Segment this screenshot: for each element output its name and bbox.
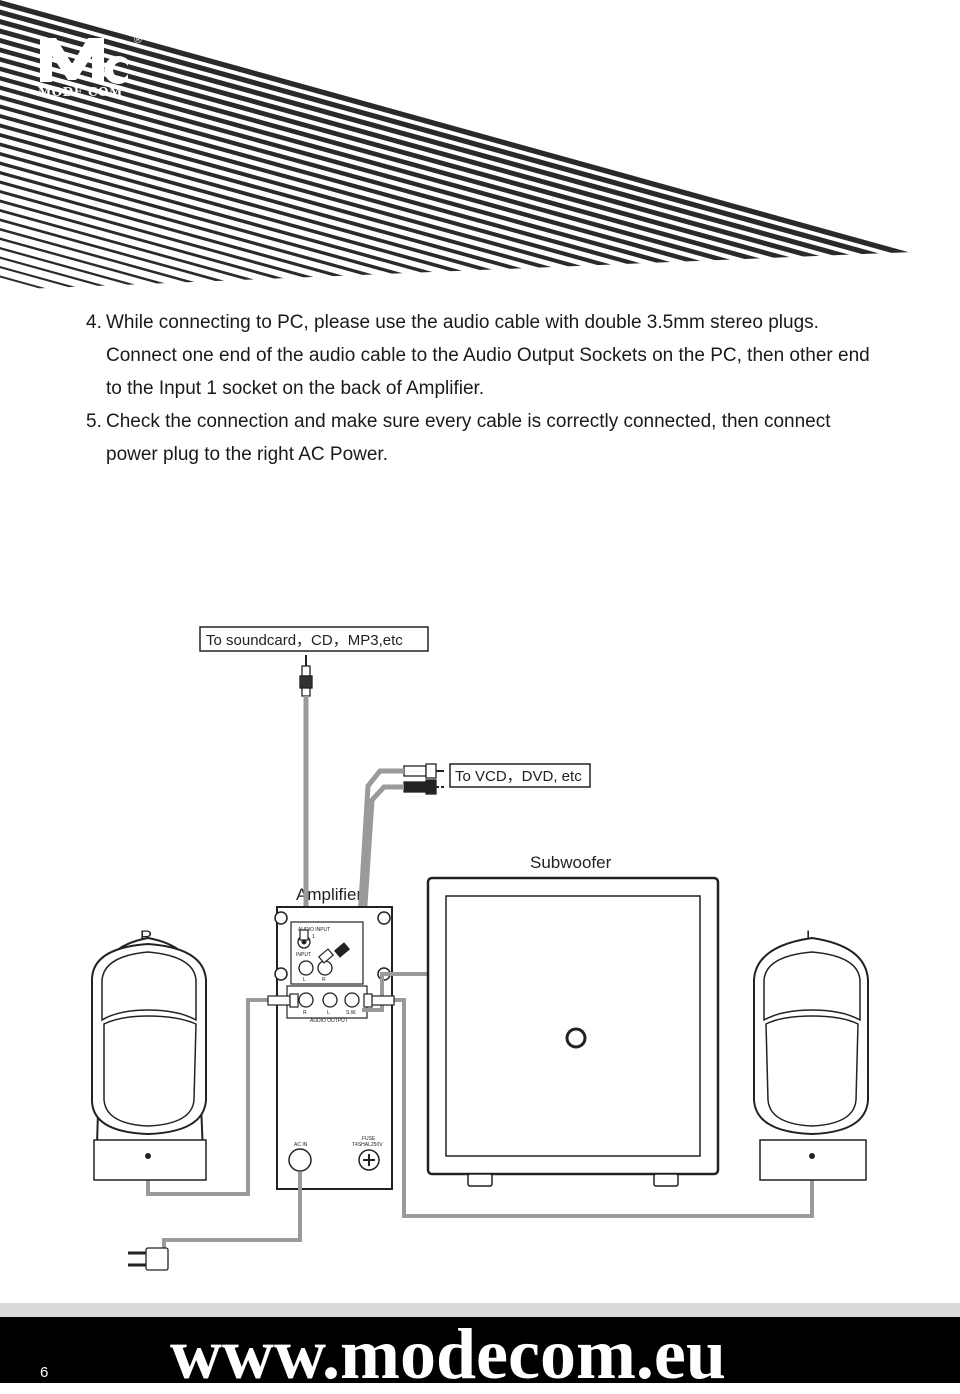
header-stripe bbox=[0, 66, 842, 300]
header-stripe bbox=[0, 19, 960, 291]
header-stripe bbox=[0, 123, 637, 300]
website-url: www.modecom.eu bbox=[170, 1314, 726, 1394]
left-speaker bbox=[753, 936, 869, 1181]
vcd-label: To VCD，DVD, etc bbox=[449, 763, 591, 788]
input-2-right-jack-icon bbox=[317, 960, 333, 976]
ac-in-label: AC IN bbox=[294, 1142, 308, 1148]
output-subwoofer-jack-icon bbox=[344, 992, 360, 1008]
logo-mark-icon bbox=[40, 38, 128, 84]
input-right-label: R bbox=[322, 977, 326, 983]
step-number: 5. bbox=[86, 411, 102, 432]
header-stripe bbox=[0, 133, 602, 300]
logo-wordmark: MODE COM bbox=[38, 85, 123, 99]
output-right-jack-icon bbox=[298, 992, 314, 1008]
instruction-list: 4. While connecting to PC, please use th… bbox=[86, 306, 886, 471]
input-1-label: 1 bbox=[312, 934, 315, 940]
header-stripe bbox=[0, 161, 500, 300]
header-stripe bbox=[0, 142, 568, 300]
footer-bar bbox=[0, 1317, 960, 1383]
instruction-step-4: 4. While connecting to PC, please use th… bbox=[86, 306, 886, 405]
modecom-logo: MODE COM ® bbox=[36, 30, 146, 100]
amplifier-panel: AUDIO INPUT 1 INPUT L R R L S.W. AUDIO O… bbox=[274, 906, 393, 1190]
fuse-rating-label: T4SHAL250V bbox=[352, 1142, 383, 1148]
fuse-label: FUSE bbox=[362, 1136, 376, 1142]
cable-output-right bbox=[146, 998, 289, 1196]
power-plug-icon bbox=[128, 1247, 169, 1271]
header-stripe bbox=[0, 199, 363, 300]
header-stripe bbox=[0, 114, 671, 300]
output-plugs bbox=[267, 993, 395, 1008]
ac-in-socket-icon bbox=[288, 1148, 312, 1172]
instruction-step-5: 5. Check the connection and make sure ev… bbox=[86, 405, 886, 471]
input-left-label: L bbox=[303, 977, 306, 983]
audio-output-label: AUDIO OUTPUT bbox=[310, 1018, 348, 1024]
left-speaker-label: L bbox=[806, 927, 815, 946]
left-speaker-jack-icon bbox=[809, 1153, 815, 1159]
output-sw-label: S.W. bbox=[346, 1010, 357, 1016]
header-stripe bbox=[0, 171, 465, 300]
output-right-label: R bbox=[303, 1010, 307, 1016]
right-speaker bbox=[91, 936, 207, 1181]
subwoofer bbox=[426, 876, 720, 1187]
registered-mark: ® bbox=[134, 34, 143, 46]
footer-band bbox=[0, 1303, 960, 1317]
header-stripe bbox=[0, 57, 876, 300]
input-2-label: INPUT bbox=[296, 952, 311, 958]
header-stripe bbox=[0, 47, 910, 300]
audio-input-label: AUDIO INPUT bbox=[298, 927, 330, 933]
page-number: 6 bbox=[40, 1364, 49, 1381]
step-number: 4. bbox=[86, 312, 102, 333]
subwoofer-input-jack-icon bbox=[565, 1027, 587, 1049]
step-text: Check the connection and make sure every… bbox=[106, 411, 831, 465]
header-stripe bbox=[0, 38, 945, 300]
vcd-label-text: To VCD，DVD, etc bbox=[455, 768, 582, 785]
header-stripe bbox=[0, 209, 328, 300]
header-stripe bbox=[0, 28, 960, 300]
rca-plug-white-icon bbox=[403, 763, 444, 779]
header-stripe bbox=[0, 104, 705, 300]
step-text: While connecting to PC, please use the a… bbox=[106, 312, 870, 399]
output-left-jack-icon bbox=[322, 992, 338, 1008]
header-stripe bbox=[0, 76, 808, 300]
header-stripes bbox=[0, 0, 960, 300]
header-stripe bbox=[0, 0, 960, 272]
subwoofer-label: Subwoofer bbox=[530, 853, 612, 872]
input-2-left-jack-icon bbox=[298, 960, 314, 976]
header-stripe bbox=[0, 218, 294, 300]
output-left-label: L bbox=[327, 1010, 330, 1016]
header-stripe bbox=[0, 9, 960, 282]
rca-plug-red-icon bbox=[403, 779, 444, 795]
input-plugs bbox=[299, 929, 351, 964]
header-stripe bbox=[0, 85, 773, 300]
header-stripe bbox=[0, 95, 739, 300]
stereo-plug-icon bbox=[299, 655, 313, 697]
right-speaker-jack-icon bbox=[145, 1153, 151, 1159]
header-stripe bbox=[0, 152, 534, 300]
amplifier-label: Amplifier bbox=[296, 885, 362, 904]
cable-input-1 bbox=[301, 696, 309, 935]
connection-diagram: To soundcard，CD，MP3,etc To VCD，DVD, etc … bbox=[91, 626, 869, 1271]
header-stripe bbox=[0, 190, 397, 300]
soundcard-label-text: To soundcard，CD，MP3,etc bbox=[206, 632, 403, 649]
header-stripe bbox=[0, 180, 431, 300]
soundcard-label: To soundcard，CD，MP3,etc bbox=[199, 626, 429, 652]
cable-output-left bbox=[376, 998, 814, 1218]
